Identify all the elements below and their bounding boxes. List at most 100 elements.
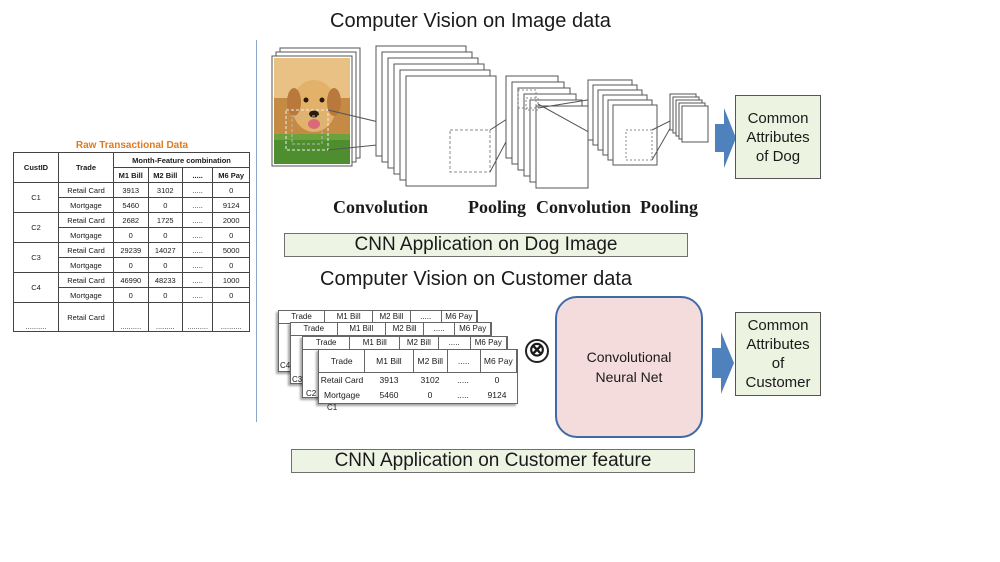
trade-cell: Retail Card bbox=[58, 302, 114, 332]
card-data-cell: 0 bbox=[494, 375, 500, 385]
raw-table-title: Raw Transactional Data bbox=[75, 140, 189, 151]
card-header-cell: M2 Bill bbox=[414, 350, 449, 372]
stage-label-pooling: Pooling bbox=[640, 197, 699, 217]
receptive-field bbox=[285, 109, 329, 151]
value-cell: 0 bbox=[147, 287, 184, 303]
value-cell: 0 bbox=[212, 287, 250, 303]
card-stack-label: C4 bbox=[280, 361, 291, 370]
value-cell: ......... bbox=[147, 302, 184, 332]
value-cell: ..... bbox=[182, 227, 214, 243]
card-header-cell: ..... bbox=[424, 323, 456, 335]
customer-section-title: Computer Vision on Customer data bbox=[320, 268, 633, 290]
receptive-field bbox=[291, 115, 323, 145]
value-cell: 0 bbox=[113, 287, 149, 303]
output-line: Attributes bbox=[746, 128, 810, 146]
stage-label-convolution: Convolution bbox=[536, 197, 632, 217]
card-header-cell: M2 Bill bbox=[386, 323, 424, 335]
custid-cell: C4 bbox=[13, 272, 59, 303]
conv-layer-2 bbox=[587, 79, 658, 166]
card-data-cell: 9124 bbox=[487, 390, 507, 400]
raw-transaction-table: CustID Trade Month-Feature combination M… bbox=[13, 152, 250, 332]
arrow-right-icon bbox=[715, 108, 736, 168]
card-header-cell: Trade bbox=[291, 323, 338, 335]
conv-layer-1 bbox=[375, 45, 497, 187]
card-data-cell: Mortgage bbox=[324, 390, 360, 400]
card-header-cell: M6 Pay bbox=[471, 337, 507, 349]
custid-cell: .......... bbox=[13, 302, 59, 332]
trade-cell: Mortgage bbox=[58, 287, 114, 303]
divider-line bbox=[256, 40, 257, 422]
output-customer-attributes: Common Attributes of Customer bbox=[735, 312, 821, 396]
dog-photo-image bbox=[274, 58, 350, 164]
sub-header: ..... bbox=[182, 167, 214, 183]
cnn-box: Convolutional Neural Net bbox=[555, 296, 703, 438]
trade-cell: Mortgage bbox=[58, 197, 114, 213]
card-header-cell: ..... bbox=[448, 350, 481, 372]
card-data-cell: ..... bbox=[457, 390, 469, 400]
card-header-cell: Trade bbox=[279, 311, 326, 323]
value-cell: 0 bbox=[147, 227, 184, 243]
value-cell: 0 bbox=[147, 257, 184, 273]
value-cell: ..... bbox=[182, 182, 214, 198]
card-stack-label: C2 bbox=[306, 389, 317, 398]
custid-cell: C1 bbox=[13, 182, 59, 213]
trade-cell: Retail Card bbox=[58, 182, 114, 198]
value-cell: 0 bbox=[212, 182, 250, 198]
sub-header: M6 Pay bbox=[212, 167, 250, 183]
value-cell: ..... bbox=[182, 257, 214, 273]
output-line: Customer bbox=[745, 374, 811, 391]
cnn-label: Neural Net bbox=[595, 369, 663, 385]
card-header-cell: M6 Pay bbox=[455, 323, 492, 335]
value-cell: 3102 bbox=[147, 182, 184, 198]
card-header-cell: ..... bbox=[439, 337, 471, 349]
value-cell: ..... bbox=[182, 212, 214, 228]
pool-layer-1 bbox=[505, 75, 589, 189]
value-cell: 0 bbox=[212, 227, 250, 243]
stage-label-convolution: Convolution bbox=[333, 197, 429, 217]
value-cell: 1725 bbox=[147, 212, 184, 228]
card-stack-label: C3 bbox=[292, 375, 303, 384]
raw-table-row: ..........Retail Card...................… bbox=[13, 302, 250, 332]
trade-cell: Retail Card bbox=[58, 212, 114, 228]
custid-cell: C2 bbox=[13, 212, 59, 243]
value-cell: ..... bbox=[182, 272, 214, 288]
value-cell: 3913 bbox=[113, 182, 149, 198]
value-cell: .......... bbox=[212, 302, 250, 332]
output-line: Common bbox=[747, 109, 809, 127]
sub-header: M1 Bill bbox=[113, 167, 149, 183]
card-header-cell: M6 Pay bbox=[442, 311, 478, 323]
value-cell: 0 bbox=[113, 227, 149, 243]
output-line: of Dog bbox=[755, 147, 801, 165]
trade-cell: Mortgage bbox=[58, 227, 114, 243]
value-cell: 9124 bbox=[212, 197, 250, 213]
value-cell: 0 bbox=[147, 197, 184, 213]
card-header-cell: M6 Pay bbox=[481, 350, 518, 372]
arrow-right-icon bbox=[712, 332, 734, 394]
trade-cell: Mortgage bbox=[58, 257, 114, 273]
card-stack-label: C1 bbox=[327, 403, 338, 412]
card-header-cell: Trade bbox=[319, 350, 366, 372]
card-data-cell: 0 bbox=[427, 390, 433, 400]
card-header-cell: M2 Bill bbox=[373, 311, 411, 323]
month-feature-header: Month-Feature combination bbox=[113, 152, 250, 168]
cnn-label: Convolutional bbox=[586, 349, 672, 365]
customer-feature-banner: CNN Application on Customer feature bbox=[291, 449, 695, 473]
card-header-cell: M1 Bill bbox=[325, 311, 374, 323]
card-header-cell: M1 Bill bbox=[365, 350, 414, 372]
card-header-cell: M1 Bill bbox=[338, 323, 387, 335]
value-cell: 2682 bbox=[113, 212, 149, 228]
value-cell: 0 bbox=[113, 257, 149, 273]
value-cell: ..... bbox=[182, 242, 214, 258]
value-cell: 2000 bbox=[212, 212, 250, 228]
card-header-cell: M1 Bill bbox=[350, 337, 401, 349]
value-cell: 48233 bbox=[147, 272, 184, 288]
card-data-cell: ..... bbox=[457, 375, 469, 385]
value-cell: .......... bbox=[182, 302, 214, 332]
